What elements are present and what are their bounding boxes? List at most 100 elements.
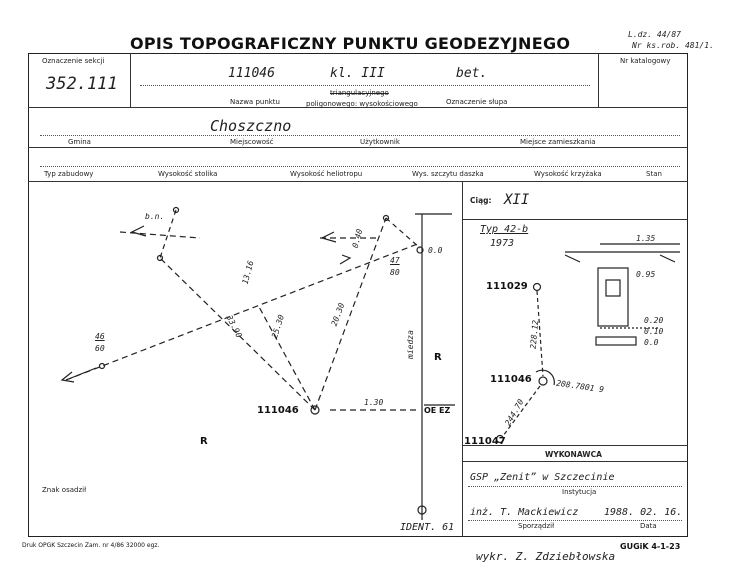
tie-line <box>159 257 316 411</box>
point-111046-marker <box>310 405 320 415</box>
point-name-label: Nazwa punktu <box>230 98 280 106</box>
print-info: Druk OPGK Szczecin Zam. nr 4/86 32000 eg… <box>22 542 160 549</box>
hatch <box>564 254 581 263</box>
executor-header: WYKONAWCA <box>545 450 602 459</box>
institution-label: Instytucja <box>562 488 597 496</box>
author-label: Sporządził <box>518 522 555 530</box>
date-label: Data <box>640 522 657 530</box>
distance-1-30: 1.30 <box>364 398 384 407</box>
pillar-value: bet. <box>456 66 488 81</box>
land-use-right: R <box>434 352 442 363</box>
bn-line <box>119 231 201 239</box>
class-value: kl. III <box>330 66 385 81</box>
institution-value: GSP „Zenit” w Szczecinie <box>470 472 615 483</box>
divider <box>468 520 682 521</box>
divider <box>468 486 682 487</box>
col-roof-height: Wys. szczytu daszka <box>412 170 484 178</box>
traverse-point-3-label: 111047 <box>464 436 506 447</box>
user-label: Użytkownik <box>360 138 400 146</box>
traverse-line <box>536 290 544 377</box>
divider <box>28 147 688 148</box>
oe-ez-label: OE EZ <box>424 406 451 415</box>
sightline-solid <box>65 367 97 381</box>
work-book-number: Nr ks.rob. 481/1. <box>632 41 714 50</box>
land-use-left: R <box>200 436 208 447</box>
commune-value: Choszczno <box>210 117 292 135</box>
divider <box>130 53 131 107</box>
bearing-47: 47 <box>390 256 400 265</box>
bearing-46: 46 <box>95 332 105 341</box>
arrow-head <box>339 254 352 265</box>
divider <box>462 445 463 537</box>
dim-0-20: 0.20 <box>644 316 664 325</box>
point-type-polygon: poligonowego: wysokościowego <box>306 100 418 108</box>
pillar-year: 1973 <box>490 238 515 249</box>
commune-label: Gmina <box>68 138 91 146</box>
ident-marker <box>417 505 427 515</box>
pillar-top <box>605 279 621 297</box>
divider <box>462 461 688 462</box>
arrow-head <box>320 231 337 243</box>
col-table-height: Wysokość stolika <box>158 170 218 178</box>
divider <box>40 135 680 136</box>
section-label: Oznaczenie sekcji <box>42 57 105 65</box>
pillar-type: Typ 42-b <box>480 224 529 235</box>
dim-0-0: 0.0 <box>644 338 659 347</box>
point-marker <box>156 254 164 262</box>
bearing-80: 80 <box>390 268 400 277</box>
traverse-point-2-label: 111046 <box>490 374 532 385</box>
traverse-point-2 <box>538 376 548 386</box>
traverse-label: Ciąg: <box>470 196 492 205</box>
dim-1-35: 1.35 <box>636 234 656 243</box>
section-value: 352.111 <box>46 74 118 94</box>
pillar-label: Oznaczenie słupa <box>446 98 508 106</box>
pillar-shape <box>597 267 629 327</box>
residence-label: Miejsce zamieszkania <box>520 138 596 146</box>
locality-label: Miejscowość <box>230 138 274 146</box>
catalog-label: Nr katalogowy <box>620 57 671 65</box>
col-cross-height: Wysokość krzyżaka <box>534 170 602 178</box>
angle-arc <box>535 369 555 386</box>
form-frame <box>28 53 688 537</box>
point-marker <box>382 214 390 222</box>
arrow-head <box>130 225 147 237</box>
author-value: inż. T. Mackiewicz <box>470 507 579 518</box>
divider <box>40 166 680 167</box>
dim-0-10: 0.10 <box>644 327 664 336</box>
tie-line <box>257 304 316 411</box>
boundary-label: miedza <box>405 330 415 359</box>
divider <box>598 53 599 107</box>
point-type-triangulation: triangulacyjnego <box>330 89 389 97</box>
tie-line <box>314 217 387 411</box>
form-title: OPIS TOPOGRAFICZNY PUNKTU GEODEZYJNEGO <box>130 34 571 53</box>
tie-line <box>385 217 421 249</box>
date-value: 1988. 02. 16. <box>604 507 683 518</box>
distance-0-0: 0.0 <box>428 246 443 255</box>
arrow-head <box>60 371 75 383</box>
divider <box>140 85 590 86</box>
traverse-point-3 <box>495 434 505 444</box>
traverse-point-1-label: 111029 <box>486 281 528 292</box>
bearing-60: 60 <box>95 344 105 353</box>
divider <box>28 107 688 108</box>
divider <box>462 181 463 445</box>
traverse-point-1 <box>532 282 542 292</box>
divider <box>462 219 688 220</box>
traverse-line <box>502 385 541 437</box>
point-marker <box>98 362 106 370</box>
col-building-type: Typ zabudowy <box>44 170 94 178</box>
point-name-value: 111046 <box>228 66 275 81</box>
form-code: GUGiK 4-1-23 <box>620 542 681 551</box>
traverse-value: XII <box>504 192 530 208</box>
hatch <box>659 254 676 263</box>
pillar-base <box>595 336 637 346</box>
dim-0-95: 0.95 <box>636 270 656 279</box>
col-heliotrope-height: Wysokość heliotropu <box>290 170 363 178</box>
sightline <box>65 242 421 381</box>
point-marker <box>172 206 180 214</box>
bn-label: b.n. <box>145 212 165 221</box>
reference-number: L.dz. 44/87 <box>628 30 681 39</box>
divider <box>462 445 688 446</box>
point-marker <box>416 246 424 254</box>
